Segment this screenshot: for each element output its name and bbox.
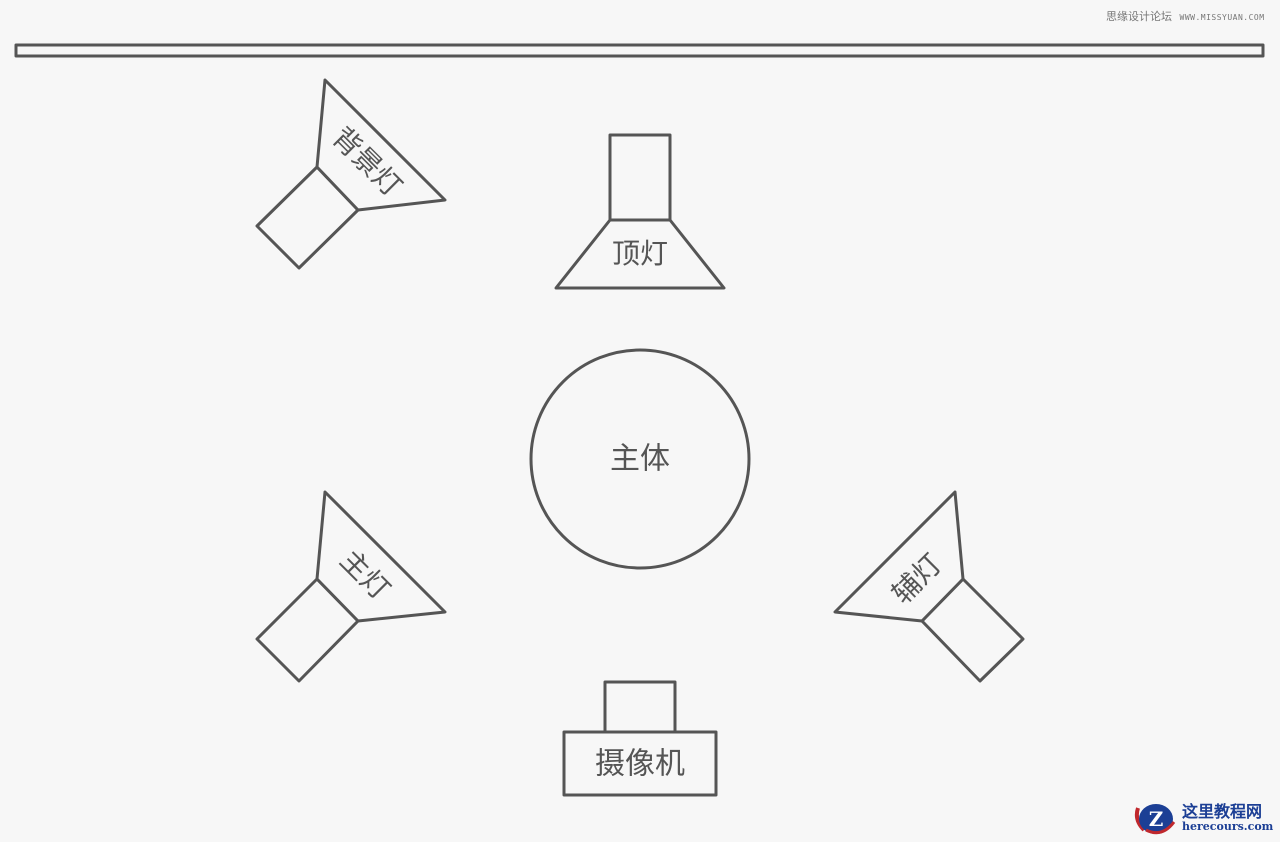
top-light: 顶灯 bbox=[554, 133, 726, 290]
camera-body bbox=[562, 730, 718, 797]
key-light-hood bbox=[315, 490, 447, 623]
camera-lens bbox=[603, 680, 677, 734]
watermark-bottom-site: herecours.com bbox=[1182, 819, 1274, 833]
backdrop-bar bbox=[14, 43, 1265, 58]
camera: 摄像机 bbox=[562, 680, 718, 797]
background-light-hood bbox=[315, 78, 447, 212]
fill-light-hood bbox=[833, 490, 965, 623]
watermark-top: 思缘设计论坛 WWW.MISSYUAN.COM bbox=[1106, 8, 1265, 24]
top-light-hood bbox=[554, 218, 726, 290]
subject-label: 主体 bbox=[610, 442, 670, 477]
watermark-top-site: WWW.MISSYUAN.COM bbox=[1179, 13, 1265, 22]
subject-circle bbox=[529, 348, 751, 570]
svg-text:Z: Z bbox=[1149, 807, 1164, 831]
top-light-label: 顶灯 bbox=[612, 237, 668, 270]
top-light-body bbox=[608, 133, 672, 222]
z-logo-icon: Z bbox=[1132, 798, 1176, 838]
watermark-bottom: Z 这里教程网 herecours.com bbox=[1132, 796, 1280, 840]
camera-label: 摄像机 bbox=[595, 747, 685, 782]
key-light: 主灯 bbox=[255, 490, 447, 683]
background-light: 背景灯 bbox=[255, 78, 447, 270]
subject: 主体 bbox=[529, 348, 751, 570]
watermark-top-cn: 思缘设计论坛 bbox=[1106, 10, 1172, 23]
watermark-bottom-cn: 这里教程网 bbox=[1182, 802, 1263, 822]
fill-light: 辅灯 bbox=[833, 490, 1025, 683]
